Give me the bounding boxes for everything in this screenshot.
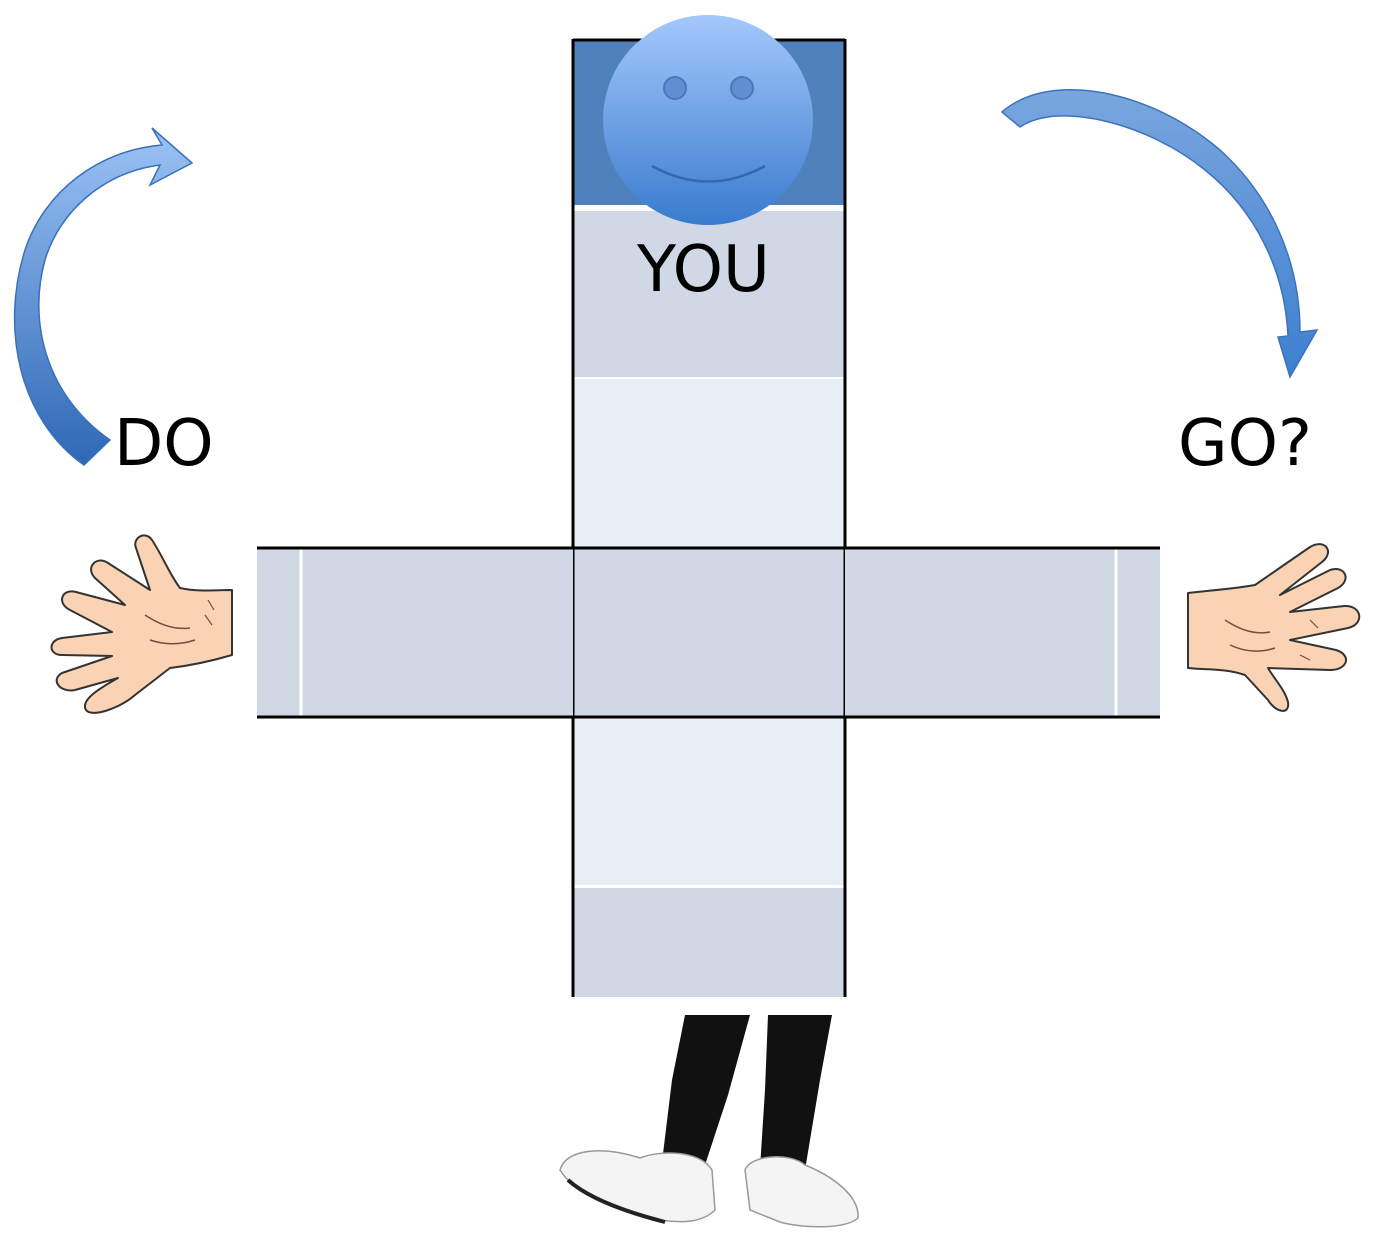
you-label: YOU	[637, 238, 770, 302]
right-shoe	[745, 1157, 858, 1227]
left-shoe	[560, 1151, 715, 1222]
hip-panel	[573, 888, 845, 997]
left-leg	[662, 1015, 750, 1165]
shoes-icon	[560, 1151, 858, 1227]
right-hand-icon	[1188, 544, 1359, 711]
torso-panel	[573, 379, 845, 548]
go-label: GO?	[1178, 412, 1312, 476]
right-leg	[760, 1015, 832, 1170]
right-arm-panel	[845, 548, 1160, 717]
smiley-face-icon	[603, 15, 813, 225]
center-panel	[573, 548, 845, 717]
right-curved-arrow-icon	[1002, 90, 1317, 377]
left-hand-icon	[52, 535, 233, 712]
lower-torso-panel	[573, 717, 845, 885]
legs-icon	[662, 1015, 832, 1170]
left-arm-panel	[257, 548, 573, 717]
left-eye	[664, 77, 686, 99]
do-label: DO	[114, 412, 214, 476]
right-eye	[731, 77, 753, 99]
